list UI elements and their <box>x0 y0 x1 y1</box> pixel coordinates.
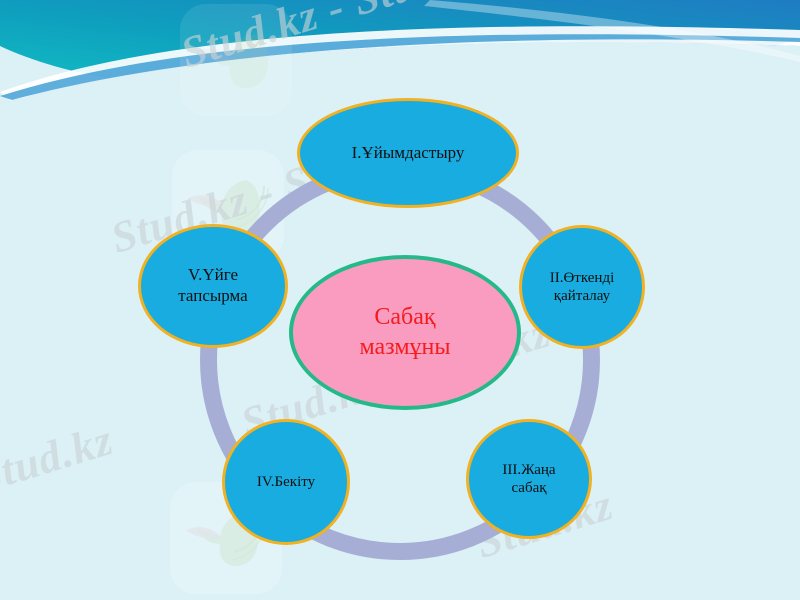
hummingbird-logo-icon-3 <box>176 0 296 125</box>
watermark-text: Stud.kz - Stud.kz <box>175 0 496 78</box>
banner-accent-sweep <box>424 0 800 62</box>
cycle-node-1-line1: I.Ұйымдастыру <box>351 142 465 162</box>
cycle-node-4-line1: IV.Бекіту <box>256 473 316 490</box>
cycle-node-3-zhana-sabak[interactable]: III.Жаңа сабақ <box>466 419 592 539</box>
cycle-node-4-bekitu[interactable]: IV.Бекіту <box>222 419 350 545</box>
cycle-node-3-line1: III.Жаңа <box>502 461 556 478</box>
center-node-line1: Сабақ <box>374 304 436 331</box>
cycle-node-3-line2: сабақ <box>511 480 547 496</box>
center-node-label: Сабақ мазмұны <box>360 303 451 362</box>
cycle-node-3-label: III.Жаңа сабақ <box>498 461 559 498</box>
cycle-node-4-label: IV.Бекіту <box>253 473 319 491</box>
cycle-node-2-otkendi-kaytalau[interactable]: II.Өткенді қайталау <box>519 225 645 349</box>
watermark-text: Stud.kz <box>0 414 119 503</box>
cycle-node-2-label: II.Өткенді қайталау <box>546 269 619 306</box>
cycle-node-2-line2: қайталау <box>553 288 611 304</box>
center-node-line2: мазмұны <box>359 333 451 360</box>
cycle-node-1-uyymdastyru[interactable]: I.Ұйымдастыру <box>297 98 519 208</box>
banner-thin-line <box>0 34 800 100</box>
cycle-node-5-line1: V.Үйге <box>187 265 238 285</box>
banner-swoosh-white <box>0 26 800 104</box>
cycle-node-1-label: I.Ұйымдастыру <box>348 143 469 164</box>
cycle-node-5-label: V.Үйге тапсырма <box>174 265 251 306</box>
center-node-sabak-mazmuny[interactable]: Сабақ мазмұны <box>289 255 521 410</box>
cycle-node-5-uyge-tapsyrma[interactable]: V.Үйге тапсырма <box>138 224 288 348</box>
banner-main-shape <box>0 0 800 95</box>
cycle-node-2-line1: II.Өткенді <box>549 269 615 286</box>
cycle-node-5-line2: тапсырма <box>178 286 248 305</box>
